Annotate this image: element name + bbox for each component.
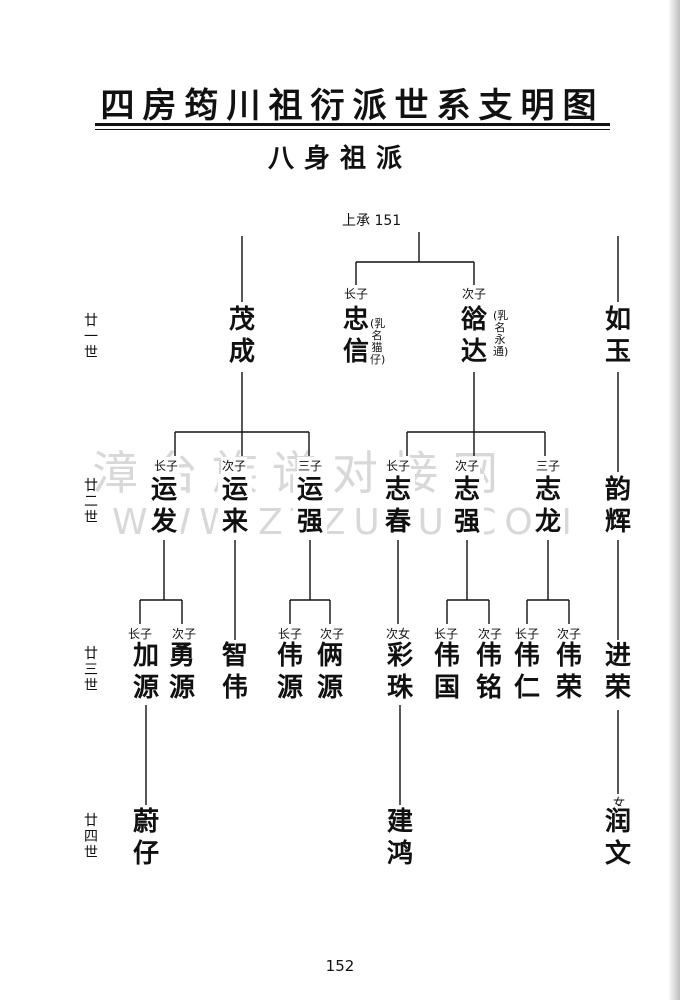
rel-weirong: 次子 [555,625,583,642]
person-liangyuan: 俩源 [313,640,347,704]
note-zhongxin: (乳名猫仔) [370,317,386,366]
note-hengda: (乳名永通) [493,309,509,358]
person-runwen: 润文 [601,806,635,870]
rel-zhiqiang: 次子 [453,457,481,474]
gen-label-24: 廿四世 [84,813,98,861]
person-yongyuan: 勇源 [165,640,199,704]
rel-weiyuan: 长子 [276,625,304,642]
rel-yunfa: 长子 [152,457,180,474]
person-yunfa: 运发 [147,474,181,538]
person-jiayuan: 加源 [129,640,163,704]
rel-hengda: 次子 [460,285,488,302]
rel-zhongxin: 长子 [342,285,370,302]
top-label: 上承 151 [342,213,402,229]
person-yunhui: 韵辉 [601,474,635,538]
rel-yongyuan: 次子 [170,625,198,642]
person-zhiwei: 智伟 [218,640,252,704]
page-title: 四房筠川祖衍派世系支明图 [100,86,605,126]
person-weizai: 蔚仔 [129,806,163,870]
person-yunlai: 运来 [218,474,252,538]
person-caizhu: 彩珠 [383,640,417,704]
person-hengda: 谽达 [457,304,491,368]
rel-zhilong: 三子 [534,457,562,474]
rel-liangyuan: 次子 [318,625,346,642]
person-weiguo: 伟国 [430,640,464,704]
person-zhichun: 志春 [381,474,415,538]
rel-yunqiang: 三子 [296,457,324,474]
gen-label-21: 廿一世 [84,313,98,361]
watermark-url: WWW.ZTZUPU.COM [112,502,580,543]
person-zhongxin: 忠信 [339,304,373,368]
person-weiyuan: 伟源 [273,640,307,704]
rel-weiren: 长子 [513,625,541,642]
gen-label-23: 廿三世 [84,646,98,694]
title-rule-thin [95,129,610,130]
rel-yunlai: 次子 [220,457,248,474]
rel-weiguo: 长子 [432,625,460,642]
person-weirong: 伟荣 [552,640,586,704]
rel-zhichun: 长子 [384,457,412,474]
rel-jiayuan: 长子 [126,625,154,642]
person-weiren: 伟仁 [510,640,544,704]
person-weiming: 伟铭 [472,640,506,704]
person-zhilong: 志龙 [531,474,565,538]
gen-label-22: 廿二世 [84,478,98,526]
person-zhiqiang: 志强 [450,474,484,538]
person-jinrong: 进荣 [601,640,635,704]
page-edge-shadow [668,0,680,1000]
title-rule-thick [95,123,610,126]
rel-caizhu: 次女 [384,625,412,642]
person-ruyu: 如玉 [601,304,635,368]
rel-weiming: 次子 [476,625,504,642]
page-subtitle: 八身祖派 [267,144,412,174]
person-yunqiang: 运强 [293,474,327,538]
person-maocheng: 茂成 [225,304,259,368]
page-number: 152 [325,957,355,975]
person-jianhong: 建鸿 [383,806,417,870]
